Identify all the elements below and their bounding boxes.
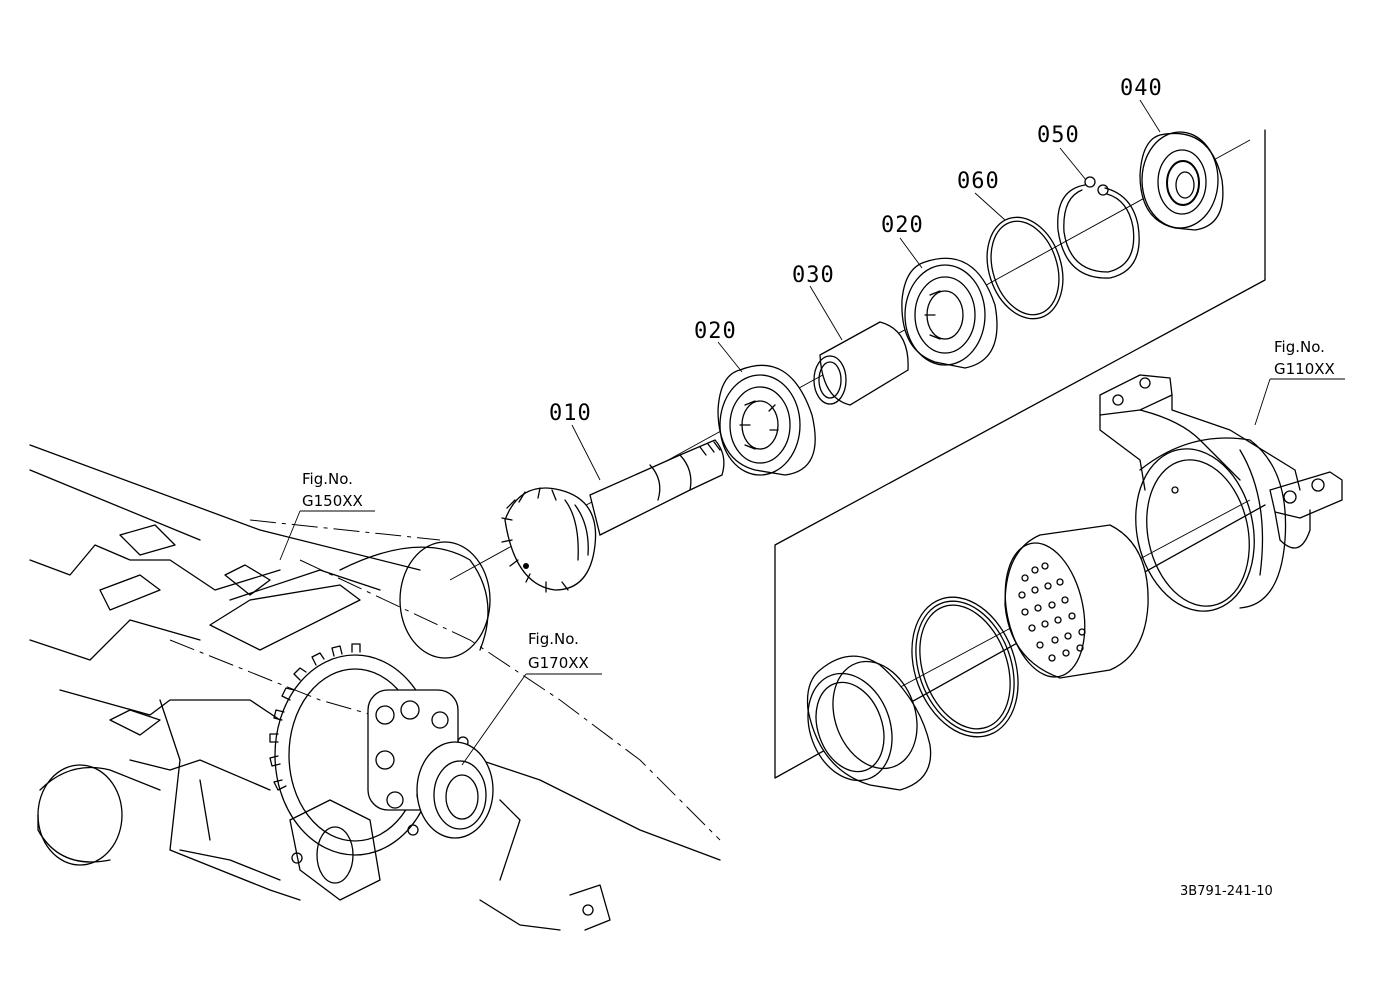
ball-bearing-lower [717, 364, 816, 476]
axle-support-bracket [1099, 374, 1343, 612]
ref-g110-caption: Fig.No. [1274, 338, 1325, 356]
ref-g110-code: G110XX [1274, 360, 1335, 378]
axle-housing [29, 444, 721, 931]
label-part-020-lower: 020 [694, 319, 737, 344]
drawing-number: 3B791-241-10 [1180, 884, 1273, 899]
ref-g150-caption: Fig.No. [302, 470, 353, 488]
oil-seal-040 [1139, 131, 1224, 231]
ref-g170-caption: Fig.No. [528, 630, 579, 648]
label-part-020-upper: 020 [881, 213, 924, 238]
ref-g150-code: G150XX [302, 492, 363, 510]
ref-g170-code: G170XX [528, 654, 589, 672]
bevel-pinion-shaft [501, 439, 725, 593]
shim-ring-060 [986, 216, 1064, 320]
leader-lines [279, 99, 1345, 766]
differential-assembly [269, 643, 494, 856]
support-bushing-set [806, 524, 1149, 791]
snap-ring-050 [1057, 176, 1140, 279]
bushing-oil-holes [1018, 562, 1086, 662]
label-part-040: 040 [1120, 76, 1163, 101]
figure-references: Fig.No. G150XX Fig.No. G170XX Fig.No. G1… [302, 338, 1335, 672]
part-labels: 010 020 030 020 060 050 040 [549, 76, 1163, 426]
label-part-060: 060 [957, 169, 1000, 194]
label-part-030: 030 [792, 263, 835, 288]
ball-bearing-upper [901, 257, 998, 369]
label-part-010: 010 [549, 401, 592, 426]
label-part-050: 050 [1037, 123, 1080, 148]
collar-030 [813, 321, 909, 406]
